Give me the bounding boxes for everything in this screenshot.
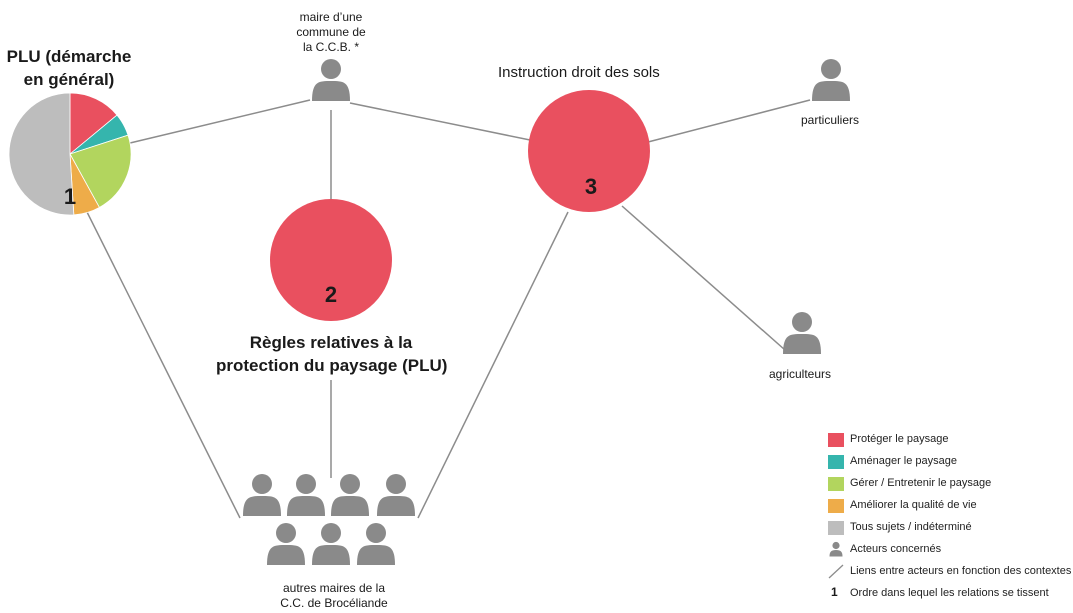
person-icon-autres-maires-7 xyxy=(357,523,395,565)
person-icon-autres-maires-1 xyxy=(243,474,281,516)
plu-general-line-2: en général) xyxy=(23,70,115,89)
person-icon-autres-maires-3 xyxy=(331,474,369,516)
instruction-circle xyxy=(528,90,650,212)
actors-group xyxy=(243,59,850,565)
legend-swatch-ameliorer xyxy=(828,499,844,513)
link-instruction-autres-maires xyxy=(417,211,569,519)
person-icon-particuliers xyxy=(812,59,850,101)
autres-maires-label: autres maires de la C.C. de Brocéliande xyxy=(264,581,404,611)
pie-slice-tous xyxy=(8,92,75,216)
relation-links xyxy=(85,99,811,519)
link-instruction-particuliers xyxy=(647,99,811,143)
legend-item-liens: Liens entre acteurs en fonction des cont… xyxy=(828,562,1073,582)
legend-swatch-amenager xyxy=(828,455,844,469)
legend-label-tous: Tous sujets / indéterminé xyxy=(850,521,972,533)
pie-slice-proteger xyxy=(69,92,118,155)
legend-item-gerer: Gérer / Entretenir le paysage xyxy=(828,474,1073,494)
plu-general-label: PLU (démarche en général) xyxy=(0,45,138,91)
legend-order-symbol: 1 xyxy=(831,585,838,599)
legend-label-acteurs: Acteurs concernés xyxy=(850,543,942,555)
regles-line-2: protection du paysage (PLU) xyxy=(216,356,448,375)
order-number-plu: 1 xyxy=(64,184,76,209)
plu-pie-chart xyxy=(8,92,132,216)
order-number-instruction: 3 xyxy=(585,174,597,199)
maire-commune-label: maire d’une commune de la C.C.B. * xyxy=(281,10,381,55)
autres-maires-line-2: C.C. de Brocéliande xyxy=(280,596,388,610)
legend-label-gerer: Gérer / Entretenir le paysage xyxy=(850,477,992,489)
link-line-icon xyxy=(828,564,844,579)
maire-commune-line-2: commune de xyxy=(296,25,366,39)
legend-swatch-tous xyxy=(828,521,844,535)
legend-label-amenager: Aménager le paysage xyxy=(850,455,958,467)
person-icon-autres-maires-2 xyxy=(287,474,325,516)
link-maire-instruction xyxy=(349,102,531,141)
link-plu-maire xyxy=(129,99,311,144)
plu-general-line-1: PLU (démarche xyxy=(6,47,132,66)
legend-label-ordre: Ordre dans lequel les relations se tisse… xyxy=(850,587,1049,599)
maire-commune-line-3: la C.C.B. * xyxy=(302,40,359,54)
person-icon-autres-maires-5 xyxy=(267,523,305,565)
regles-label: Règles relatives à la protection du pays… xyxy=(216,331,448,377)
maire-commune-line-1: maire d’une xyxy=(299,10,363,24)
legend-item-ordre: 1 Ordre dans lequel les relations se tis… xyxy=(828,584,1073,604)
person-icon xyxy=(829,541,843,557)
legend-swatch-proteger xyxy=(828,433,844,447)
link-instruction-agriculteurs xyxy=(621,205,786,351)
legend-label-proteger: Protéger le paysage xyxy=(850,433,949,445)
legend-item-proteger: Protéger le paysage xyxy=(828,430,1073,450)
order-number-regles: 2 xyxy=(325,282,337,307)
person-icon-autres-maires-4 xyxy=(377,474,415,516)
legend-item-acteurs: Acteurs concernés xyxy=(828,540,1073,560)
autres-maires-line-1: autres maires de la xyxy=(282,581,386,595)
person-icon-autres-maires-6 xyxy=(312,523,350,565)
agriculteurs-label: agriculteurs xyxy=(768,367,832,381)
legend-swatch-gerer xyxy=(828,477,844,491)
pie-slice-gerer xyxy=(69,134,132,208)
legend-item-ameliorer: Améliorer la qualité de vie xyxy=(828,496,1073,516)
instruction-label: Instruction droit des sols xyxy=(498,64,660,81)
legend-item-amenager: Aménager le paysage xyxy=(828,452,1073,472)
legend-label-liens: Liens entre acteurs en fonction des cont… xyxy=(850,565,1072,577)
regles-circle xyxy=(270,199,392,321)
person-icon-agriculteurs xyxy=(783,312,821,354)
legend-label-ameliorer: Améliorer la qualité de vie xyxy=(850,499,977,511)
legend-item-tous: Tous sujets / indéterminé xyxy=(828,518,1073,538)
link-plu-autres-maires xyxy=(85,209,241,519)
particuliers-label: particuliers xyxy=(800,113,860,127)
person-icon-maire-commune xyxy=(312,59,350,101)
regles-line-1: Règles relatives à la xyxy=(249,333,413,352)
